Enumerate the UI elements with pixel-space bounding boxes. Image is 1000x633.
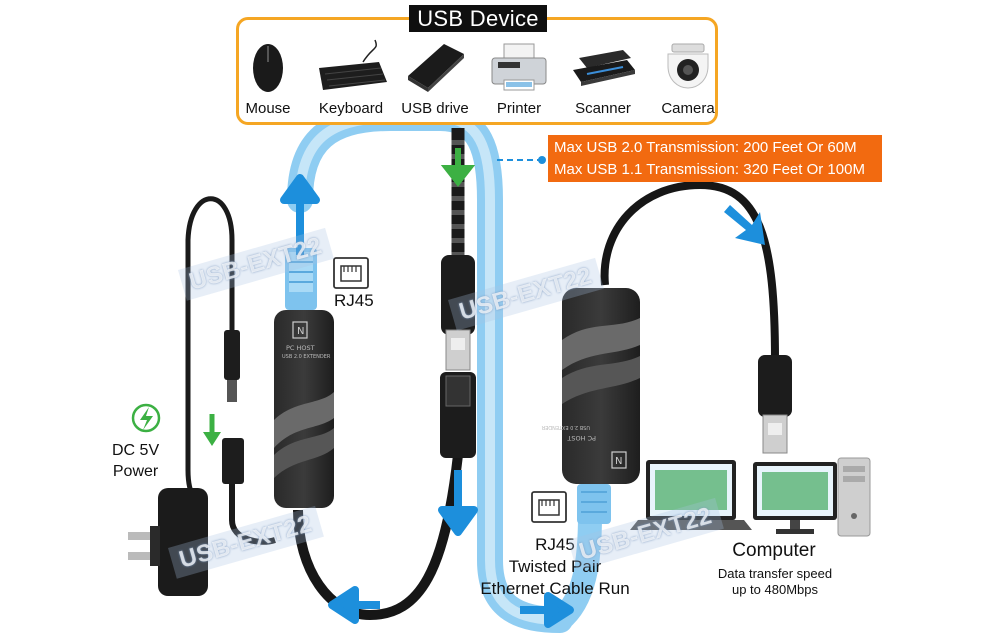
remote-rj45-plug: [577, 484, 611, 524]
arrow-down-cable: [438, 470, 478, 536]
remote-label-2: USB 2.0 EXTENDER: [541, 424, 590, 430]
device-label-scanner: Scanner: [575, 100, 631, 117]
scanner-icon: [573, 50, 635, 86]
device-camera: Camera: [650, 36, 726, 120]
callout-line-usb20: Max USB 2.0 Transmission: 200 Feet Or 60…: [554, 139, 857, 156]
device-usb-plug: [441, 255, 475, 371]
callout-connector: [497, 156, 546, 164]
device-label-usb-drive: USB drive: [401, 100, 469, 117]
camera-icon: [667, 43, 709, 89]
computer-usb-cable: [600, 180, 779, 361]
keyboard-icon: [319, 39, 387, 90]
computer-illustration: [630, 457, 871, 537]
cable-label-ethernet-run: Ethernet Cable Run: [480, 579, 630, 598]
usb-female-socket: [440, 372, 476, 458]
dc-power-line2: Power: [112, 463, 159, 480]
speed-line1: Data transfer speed: [717, 566, 833, 581]
dc-power-line1: DC 5V: [112, 442, 160, 459]
cable-run-label: RJ45 Twisted Pair Ethernet Cable Run: [474, 534, 636, 600]
cable-label-rj45: RJ45: [535, 535, 575, 554]
callout-line-usb11: Max USB 1.1 Transmission: 320 Feet Or 10…: [554, 161, 865, 178]
host-extender: N PC HOST USB 2.0 EXTENDER: [274, 310, 334, 508]
computer-usb-plug: [758, 355, 792, 454]
host-cables: [293, 454, 463, 621]
power-barrel-plug: [222, 330, 244, 484]
transfer-speed-label: Data transfer speed up to 480Mbps: [706, 566, 844, 598]
power-icon: [131, 403, 161, 433]
computer-label: Computer: [732, 540, 816, 561]
device-label-keyboard: Keyboard: [318, 100, 384, 117]
device-label-mouse: Mouse: [245, 100, 291, 117]
arrow-up-host: [280, 174, 320, 255]
arrow-right-bottom: [520, 592, 574, 628]
panel-title: USB Device: [409, 5, 547, 32]
power-adapter: [128, 488, 208, 596]
rj45-jack-icon-left: [333, 257, 369, 289]
rj45-jack-icon-right: [531, 491, 567, 523]
device-printer: Printer: [481, 36, 557, 120]
cable-label-twisted-pair: Twisted Pair: [508, 557, 602, 576]
flow-arrows: [280, 148, 765, 628]
host-rj45-plug: [285, 248, 317, 310]
dc-power-label: DC 5V Power: [112, 440, 159, 482]
arrow-left-bottom: [328, 586, 380, 624]
speed-line2: up to 480Mbps: [731, 582, 818, 597]
device-keyboard: Keyboard: [313, 36, 389, 120]
device-label-camera: Camera: [661, 100, 715, 117]
usb-drive-icon: [408, 44, 464, 92]
device-label-printer: Printer: [496, 100, 542, 117]
host-label-1: PC HOST: [286, 344, 315, 352]
mouse-icon: [253, 44, 283, 92]
transmission-callout: Max USB 2.0 Transmission: 200 Feet Or 60…: [548, 135, 882, 182]
printer-icon: [491, 43, 547, 91]
device-usb-drive: USB drive: [397, 36, 473, 120]
remote-extender: N PC HOST USB 2.0 EXTENDER: [541, 288, 640, 484]
arrow-down-right: [724, 205, 765, 245]
remote-label-1: PC HOST: [567, 434, 596, 442]
remote-logo: N: [615, 456, 622, 467]
host-label-2: USB 2.0 EXTENDER: [282, 354, 331, 360]
device-mouse: Mouse: [230, 36, 306, 120]
rj45-label-host: RJ45: [334, 291, 374, 310]
device-scanner: Scanner: [565, 36, 641, 120]
host-logo: N: [297, 326, 304, 337]
arrow-down-green-usb: [440, 148, 476, 187]
arrow-down-green-power: [203, 414, 221, 446]
